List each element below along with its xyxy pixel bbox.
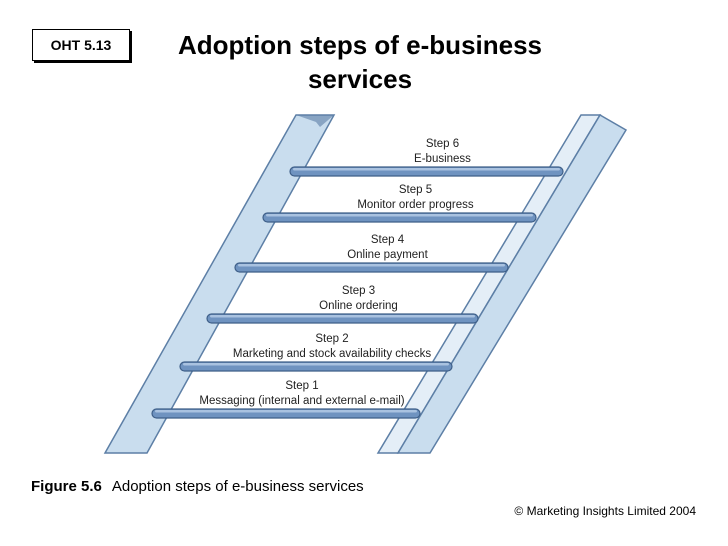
step-1-number: Step 1 [285,380,318,392]
step-1-label: Messaging (internal and external e-mail) [199,395,404,407]
rung-4-highlight [238,264,505,267]
rung-5-highlight [266,214,533,217]
step-2-label: Marketing and stock availability checks [233,348,431,360]
step-6-label: E-business [414,153,471,165]
left-rail-top [296,115,334,127]
rung-1-highlight [155,410,417,413]
figure-number: Figure 5.6 [31,478,102,495]
step-5-number: Step 5 [399,184,432,196]
copyright-notice: © Marketing Insights Limited 2004 [514,504,696,518]
figure-caption-text: Adoption steps of e-business services [111,478,364,495]
rung-3-highlight [210,315,475,318]
slide-number-badge: OHT 5.13 [32,29,130,61]
step-6-number: Step 6 [426,138,459,150]
step-4-number: Step 4 [371,234,405,246]
step-5-label: Monitor order progress [357,199,474,211]
slide-title: Adoption steps of e-business services [177,30,543,94]
right-rail-front [376,114,602,454]
figure-caption: Figure 5.6 Adoption steps of e-business s… [31,478,364,495]
step-3-number: Step 3 [342,285,375,297]
rung-2-highlight [183,363,449,366]
step-4-label: Online payment [347,249,428,261]
step-2-number: Step 2 [315,333,348,345]
step-3-label: Online ordering [319,300,398,312]
rung-6-highlight [293,168,560,171]
right-rail-side [396,113,628,454]
